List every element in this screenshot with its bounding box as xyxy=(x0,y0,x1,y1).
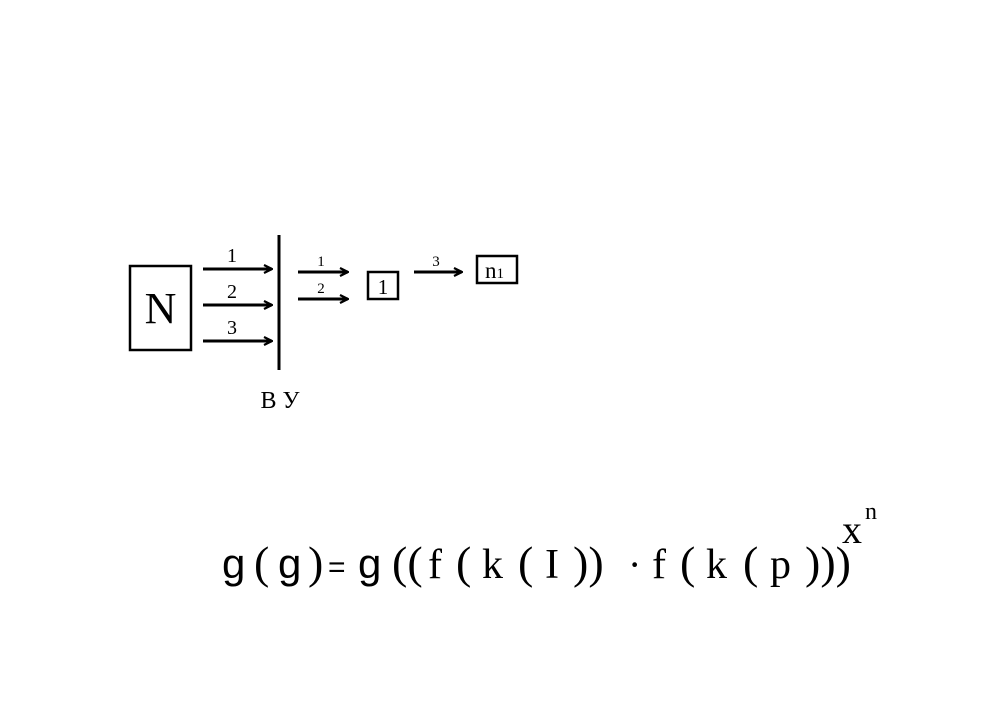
output-arrow-label-1: 1 xyxy=(317,254,325,270)
formula-token: ))) xyxy=(805,537,851,588)
target-box-base: n xyxy=(485,258,497,283)
formula-exponent: n xyxy=(865,499,877,525)
formula-token: f xyxy=(428,542,442,588)
node-box xyxy=(366,270,400,301)
formula-token: p xyxy=(770,542,791,588)
target-box xyxy=(475,254,519,285)
output-arrow-label-2: 2 xyxy=(317,281,325,297)
barrier-label: В У xyxy=(261,388,300,414)
formula-token: ( xyxy=(254,537,269,588)
formula-token: k xyxy=(706,542,727,588)
formula-token: ( xyxy=(518,537,533,588)
input-arrow-label-3: 3 xyxy=(227,317,237,339)
formula-token: ( xyxy=(680,537,695,588)
input-arrow-label-1: 1 xyxy=(227,245,237,267)
formula-token: ( xyxy=(456,537,471,588)
formula-token: ( xyxy=(743,537,758,588)
node-box-label: 1 xyxy=(378,275,389,299)
target-box-subscript: 1 xyxy=(497,266,505,282)
formula-token: (( xyxy=(392,537,423,588)
formula-token: g xyxy=(358,540,381,587)
source-box xyxy=(128,264,193,352)
source-box-label: N xyxy=(145,284,177,333)
formula-exponent-base: x xyxy=(842,507,862,552)
target-box-label: n1 xyxy=(485,258,504,283)
next-arrow-label: 3 xyxy=(432,254,440,270)
formula-token: )) xyxy=(573,537,604,588)
formula-token: I xyxy=(545,542,559,588)
formula-token: · xyxy=(628,542,641,587)
formula-token: k xyxy=(482,542,503,588)
formula-token: ) xyxy=(308,537,323,588)
formula: g(g)=g((f(k(I))·f(k(p))) xyxy=(222,537,851,588)
formula-token: f xyxy=(652,542,666,588)
formula-token: g xyxy=(278,540,301,587)
formula-token: = xyxy=(328,551,346,584)
input-arrow-label-2: 2 xyxy=(227,281,237,303)
formula-token: g xyxy=(222,540,245,587)
